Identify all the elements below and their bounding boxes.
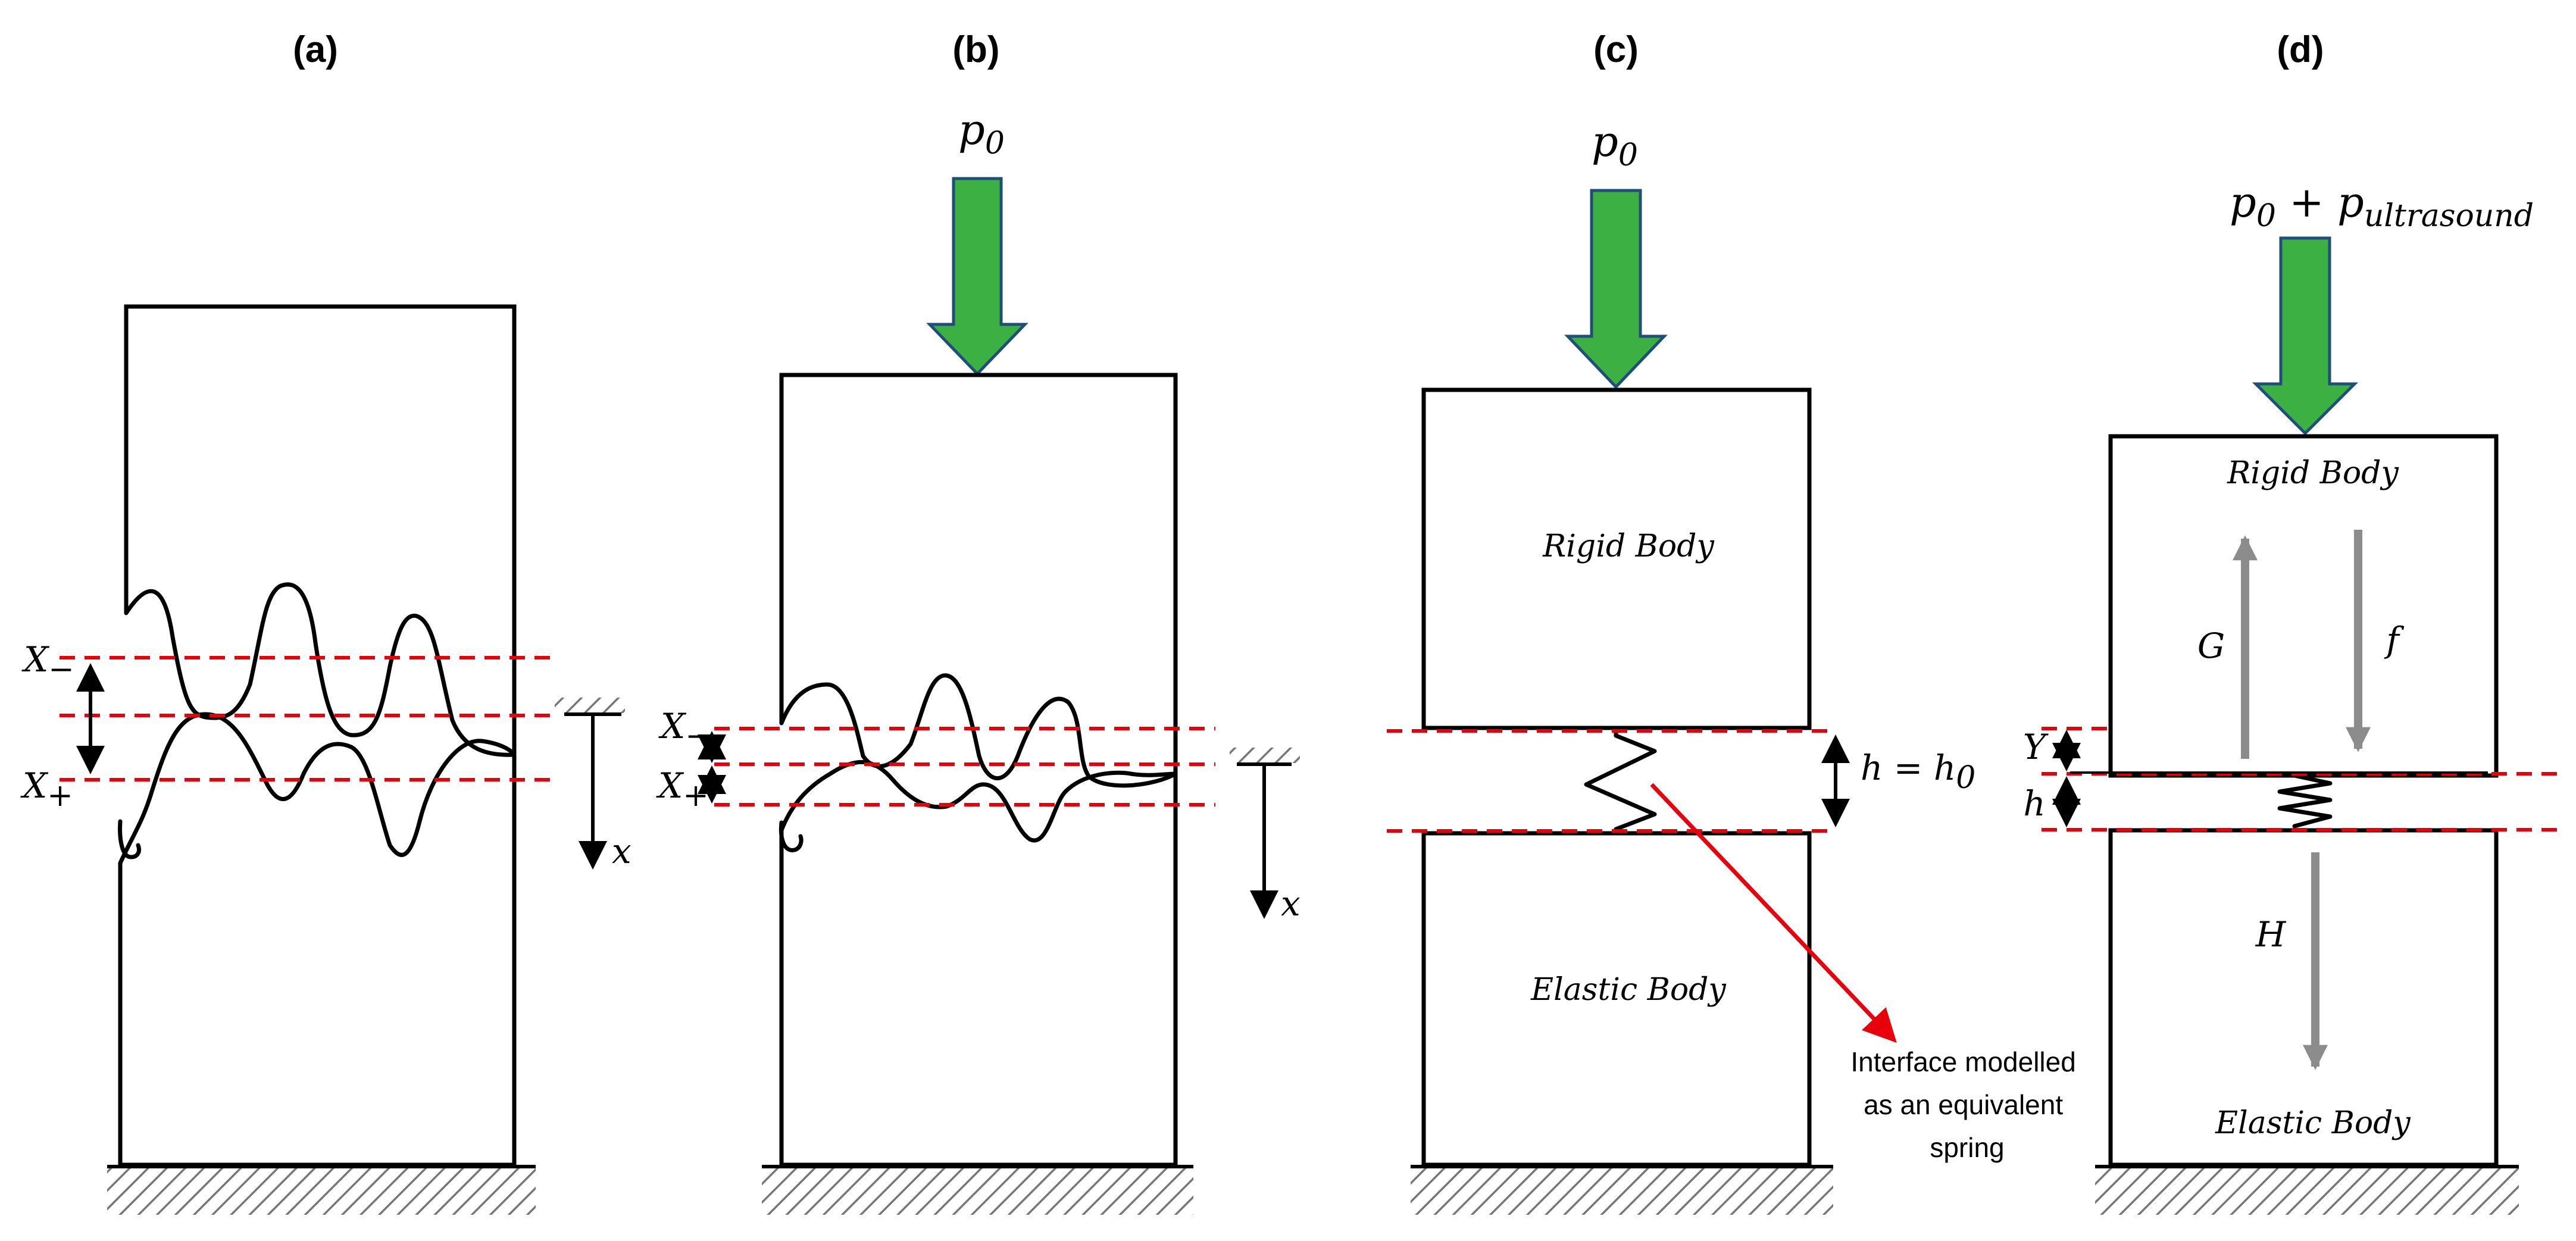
lower-edge-hook: [779, 820, 804, 852]
reference-hatch: [1230, 748, 1300, 763]
force-h-label: H: [2255, 914, 2287, 955]
ground-hatch: [1411, 1168, 1833, 1215]
h-label: h: [2023, 783, 2045, 824]
load-arrow: [1564, 189, 1668, 389]
lower-body-outline: [779, 774, 1178, 1167]
load-arrow: [2252, 236, 2359, 436]
upper-rough-surface: [779, 673, 1178, 788]
elastic-body-label: Elastic Body: [1530, 972, 1726, 1008]
force-f-label: f: [2384, 620, 2405, 660]
panel-a: (a) X− X+ x: [20, 29, 632, 1215]
gap-label: h = h0: [1861, 748, 1975, 796]
x-axis-label: x: [612, 831, 632, 871]
x-plus-label: X+: [656, 765, 709, 814]
upper-body-outline: [124, 304, 517, 755]
load-label: p0 + pultrasound: [2230, 178, 2534, 234]
ground-hatch: [2095, 1168, 2519, 1215]
panel-d-label: (d): [2277, 29, 2324, 70]
load-label: p0: [1592, 117, 1638, 173]
lower-rough-surface: [118, 712, 517, 865]
panel-c-label: (c): [1593, 29, 1639, 70]
load-arrow: [926, 177, 1028, 376]
x-minus-label: X−: [658, 706, 711, 754]
rigid-body-label: Rigid Body: [1542, 529, 1714, 564]
lower-rough-surface: [779, 759, 1178, 843]
x-plus-label: X+: [20, 765, 73, 814]
load-label: p0: [958, 105, 1005, 161]
interface-spring: [1584, 726, 1657, 836]
panel-d: (d) p0 + pultrasound Rigid Body G f Elas…: [2023, 29, 2559, 1215]
panel-c: (c) p0 Rigid Body Elastic Body h = h0 In…: [1387, 29, 2083, 1215]
reference-hatch: [555, 698, 625, 713]
lower-edge-hook: [118, 819, 141, 859]
interface-pointer-arrow: [1650, 783, 1897, 1043]
elastic-body-label: Elastic Body: [2215, 1105, 2411, 1141]
upper-body-outline: [779, 373, 1178, 774]
x-minus-label: X−: [21, 639, 74, 687]
rigid-body-label: Rigid Body: [2227, 455, 2399, 491]
upper-rough-surface: [124, 582, 517, 757]
interface-note: Interface modelled as an equivalent spri…: [1850, 1046, 2083, 1163]
x-axis-label: x: [1281, 883, 1300, 924]
ground-hatch: [107, 1168, 536, 1215]
panel-b: (b) p0 X− X+ x: [656, 29, 1300, 1215]
ground-hatch: [762, 1168, 1193, 1215]
force-g-label: G: [2197, 626, 2225, 666]
interface-spring: [2277, 773, 2333, 829]
y-label: Y: [2023, 727, 2049, 767]
panel-b-label: (b): [952, 29, 999, 70]
panel-a-label: (a): [293, 29, 338, 70]
lower-body-outline: [118, 755, 517, 1167]
